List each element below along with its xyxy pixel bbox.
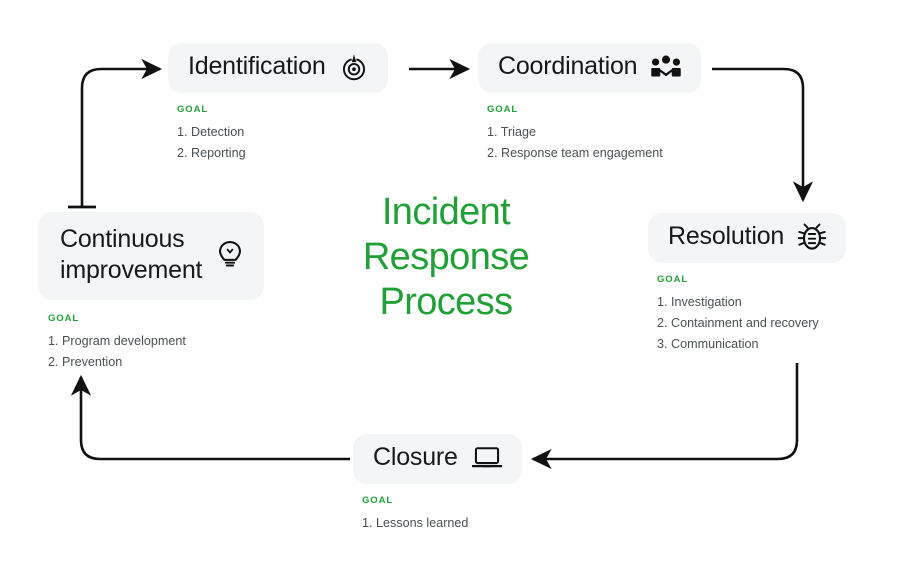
stage-pill-identification[interactable]: Identification — [168, 43, 388, 93]
goal-item: 1. Detection — [177, 124, 245, 139]
stage-title-coordination: Coordination — [498, 52, 638, 80]
stage-resolution[interactable]: Resolution — [648, 213, 847, 355]
diagram-center-title: Incident Response Process — [362, 191, 530, 323]
goal-label-continuous-improvement: GOAL — [48, 313, 80, 324]
stage-title-resolution: Resolution — [668, 222, 785, 250]
laptop-icon — [471, 445, 502, 471]
arrow-continuous-to-identification — [68, 58, 163, 209]
stage-coordination[interactable]: Coordination GOAL 1. Triage 2. Response … — [478, 43, 702, 164]
goal-label-closure: GOAL — [362, 494, 394, 506]
arrow-closure-to-continuous — [70, 374, 350, 461]
goal-item: 1. Program development — [48, 334, 186, 348]
goal-item: 2. Reporting — [177, 145, 246, 160]
stage-title-identification: Identification — [188, 52, 326, 80]
stage-continuous-improvement[interactable]: Continuous improvement GOAL 1. Program d… — [38, 212, 265, 373]
goal-item: 1. Lessons learned — [362, 515, 469, 530]
goals-coordination: GOAL 1. Triage 2. Response team engageme… — [478, 104, 701, 164]
stage-closure[interactable]: Closure GOAL 1. Lessons learned — [353, 434, 522, 534]
people-group-icon — [651, 54, 682, 80]
goal-item: 2. Prevention — [48, 355, 123, 370]
goal-item: 3. Communication — [657, 336, 759, 351]
arrow-coordination-to-resolution — [712, 67, 814, 203]
goal-item: 1. Triage — [487, 124, 537, 139]
goals-closure: GOAL 1. Lessons learned — [353, 495, 522, 534]
stage-title-closure: Closure — [373, 443, 458, 471]
goal-label-identification: GOAL — [177, 103, 209, 115]
stage-pill-continuous-improvement[interactable]: Continuous improvement — [38, 212, 265, 300]
stage-pill-coordination[interactable]: Coordination — [478, 43, 702, 93]
goal-label-coordination: GOAL — [487, 103, 519, 115]
stage-title-continuous-improvement: Continuous improvement — [60, 225, 203, 284]
stage-identification[interactable]: Identification GOAL 1. Detection 2. Repo… — [168, 43, 388, 164]
stage-pill-closure[interactable]: Closure — [353, 434, 522, 484]
goal-item: 2. Response team engagement — [487, 145, 663, 160]
stage-pill-resolution[interactable]: Resolution — [648, 213, 847, 263]
goals-continuous-improvement: GOAL 1. Program development 2. Preventio… — [38, 313, 264, 373]
bug-icon — [798, 223, 827, 251]
goal-label-resolution: GOAL — [657, 273, 689, 285]
goals-identification: GOAL 1. Detection 2. Reporting — [168, 104, 388, 164]
target-power-icon — [340, 53, 368, 81]
lightbulb-icon — [216, 240, 244, 270]
goal-item: 2. Containment and recovery — [657, 315, 819, 330]
goal-item: 1. Investigation — [657, 294, 742, 309]
goals-resolution: GOAL 1. Investigation 2. Containment and… — [648, 274, 846, 355]
arrow-resolution-to-closure — [530, 363, 799, 470]
